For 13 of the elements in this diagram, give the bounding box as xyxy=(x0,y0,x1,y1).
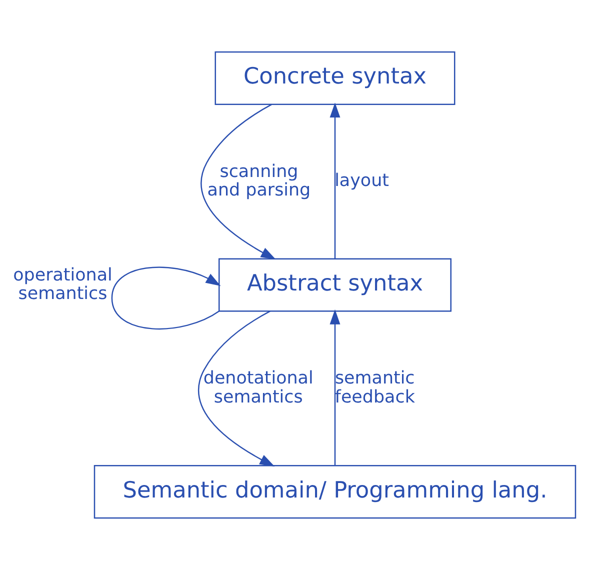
edge-label: denotational semantics xyxy=(203,368,314,407)
edge-label: operational semantics xyxy=(13,264,112,304)
arrow xyxy=(330,308,340,466)
node-box: Concrete syntax xyxy=(214,50,456,104)
edge-label: scanning and parsing xyxy=(207,161,311,200)
arrow xyxy=(330,102,340,258)
arrow xyxy=(200,103,276,260)
node-box: Semantic domain/ Programming lang. xyxy=(94,464,576,518)
arrow xyxy=(111,266,221,329)
arrow xyxy=(198,310,275,466)
node-box: Abstract syntax xyxy=(218,258,452,312)
edge-label: semantic feedback xyxy=(334,368,415,407)
edge-label: layout xyxy=(334,170,389,191)
